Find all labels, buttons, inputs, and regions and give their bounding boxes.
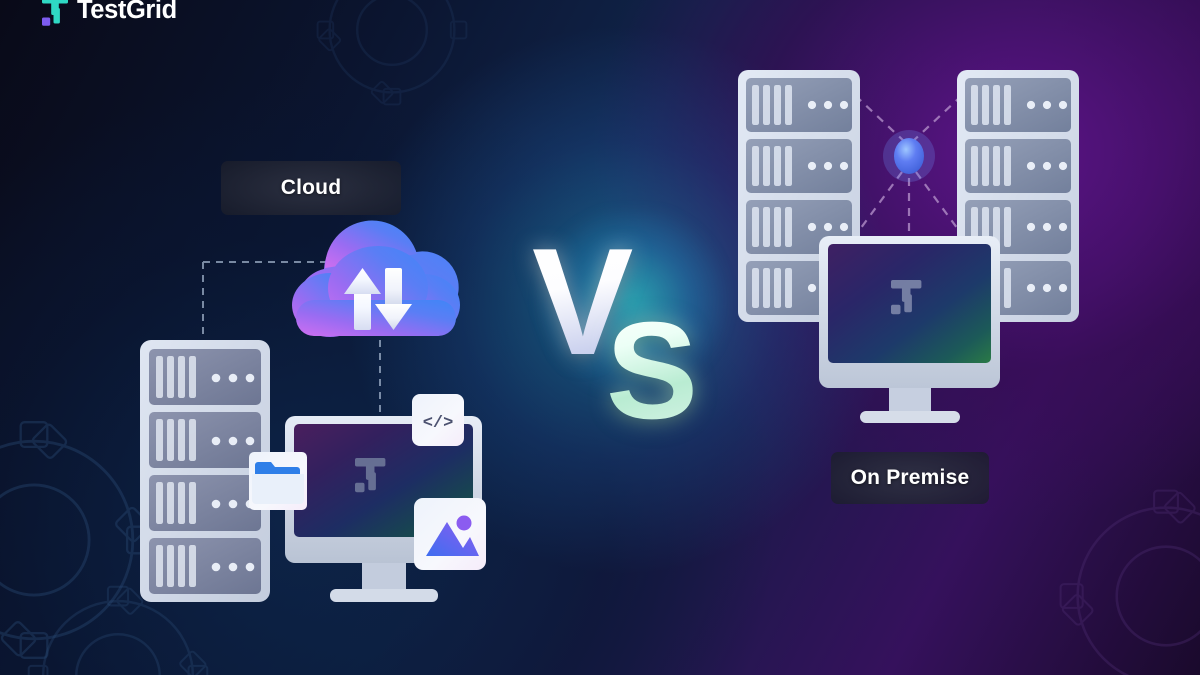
testgrid-t-mark-icon — [355, 458, 386, 493]
versus-separator: V S — [500, 210, 730, 450]
brand-logo[interactable]: TestGrid — [42, 0, 177, 26]
onpremise-label-pill: On Premise — [831, 452, 989, 504]
cloud-label-pill: Cloud — [221, 161, 401, 215]
testgrid-t-mark-icon — [42, 0, 68, 26]
code-icon[interactable]: </> — [412, 394, 464, 446]
image-icon[interactable] — [414, 498, 486, 570]
cloud-sync-icon — [292, 220, 460, 337]
folder-icon[interactable] — [249, 452, 307, 510]
gear-icon — [316, 0, 468, 106]
versus-letter-v: V — [532, 217, 634, 387]
upload-arrow-icon — [344, 268, 381, 330]
versus-letter-s: S — [606, 294, 699, 448]
gear-icon — [27, 585, 209, 675]
desktop-monitor-icon — [819, 236, 1000, 423]
network-node-icon — [883, 130, 935, 182]
download-arrow-icon — [375, 268, 412, 330]
server-rack-icon — [140, 340, 270, 602]
versus-glow — [500, 210, 730, 450]
svg-text:</>: </> — [423, 414, 454, 433]
gear-icon — [1059, 489, 1200, 675]
testgrid-t-mark-icon — [891, 280, 922, 315]
brand-wordmark: TestGrid — [77, 0, 177, 25]
